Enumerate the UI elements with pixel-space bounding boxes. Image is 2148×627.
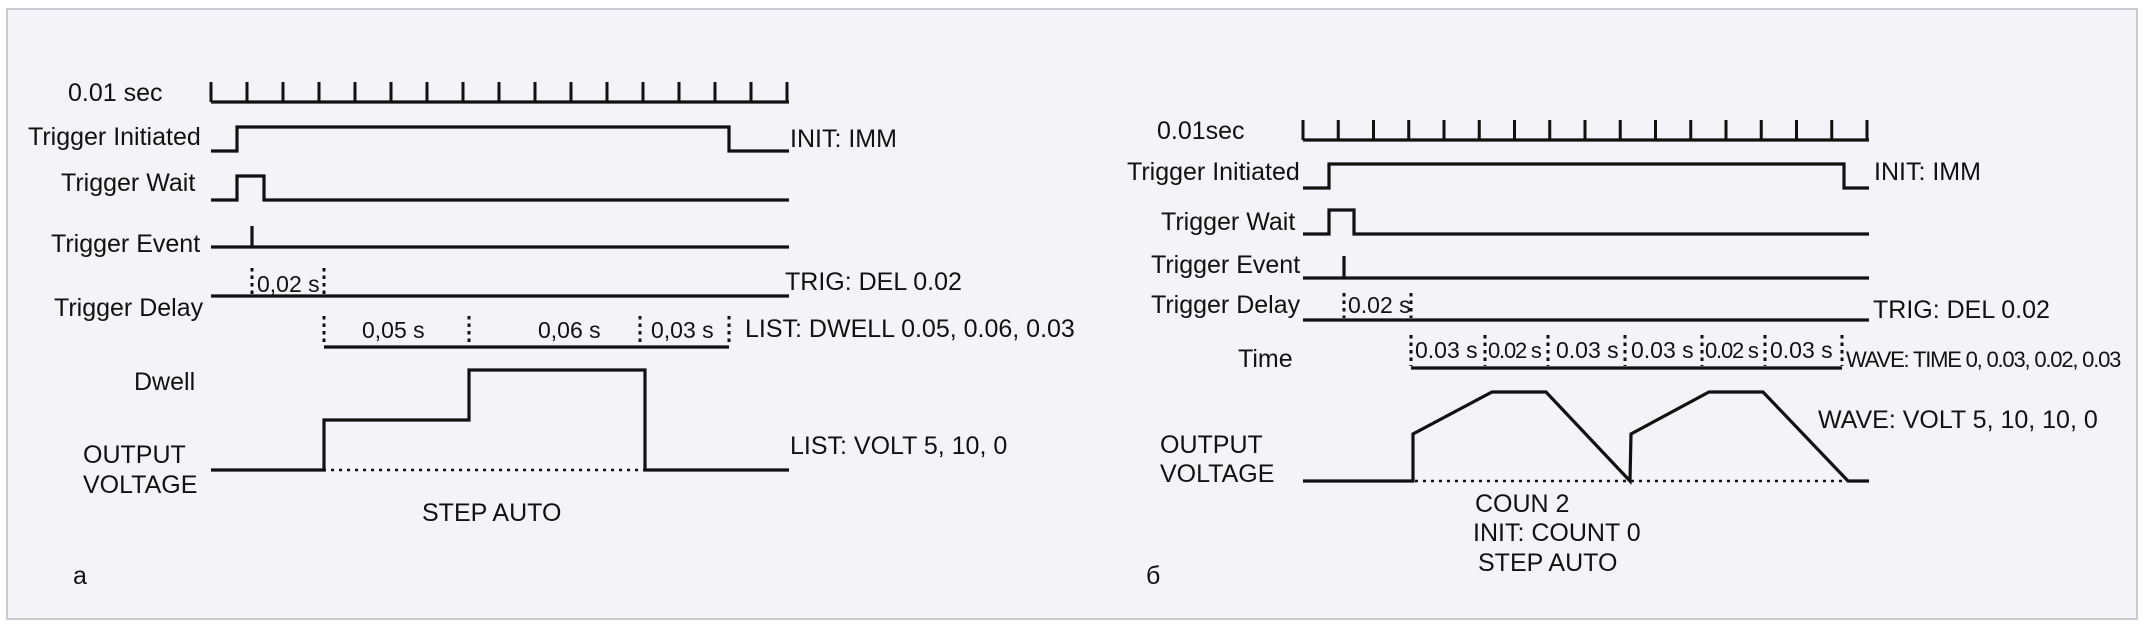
a-trigger-wait-wave: [211, 174, 789, 202]
a-dwell-interval-3: 0,03 s: [651, 317, 714, 343]
b-trigger-initiated-label: Trigger Initiated: [1127, 158, 1300, 186]
a-dwell-interval-1: 0,05 s: [362, 317, 425, 343]
b-trig-del-command: TRIG: DEL 0.02: [1873, 296, 2050, 324]
b-wave-time-command: WAVE: TIME 0, 0.03, 0.02, 0.03: [1846, 347, 2121, 372]
b-wave-volt-command: WAVE: VOLT 5, 10, 10, 0: [1818, 406, 2098, 434]
b-trigger-initiated-wave: [1303, 162, 1869, 190]
b-delay-interval: 0.02 s: [1348, 292, 1411, 318]
a-list-volt-command: LIST: VOLT 5, 10, 0: [790, 432, 1007, 460]
b-time-interval-2: 0.02 s: [1488, 338, 1542, 363]
a-output-label-1: OUTPUT: [83, 441, 186, 469]
b-output-label-2: VOLTAGE: [1160, 460, 1274, 488]
b-time-label: Time: [1238, 345, 1293, 373]
a-delay-interval: 0,02 s: [257, 271, 320, 297]
b-output-label-1: OUTPUT: [1160, 431, 1263, 459]
a-output-voltage-wave: [211, 368, 789, 472]
a-panel-label: a: [73, 562, 87, 590]
b-time-interval-4: 0.03 s: [1631, 337, 1694, 363]
b-trigger-event-label: Trigger Event: [1151, 251, 1300, 279]
b-time-interval-3: 0.03 s: [1556, 337, 1619, 363]
a-trigger-wait-label: Trigger Wait: [61, 169, 195, 197]
b-time-interval-5: 0.02 s: [1705, 338, 1759, 363]
a-list-dwell-command: LIST: DWELL 0.05, 0.06, 0.03: [745, 315, 1075, 343]
a-output-label-2: VOLTAGE: [83, 471, 197, 499]
b-step-auto: STEP AUTO: [1478, 549, 1617, 577]
a-clock-label: 0.01 sec: [68, 79, 163, 107]
panel-a: 0.01 sec Trigger Initiated INIT: IMM Tri…: [28, 79, 1075, 590]
a-trig-del-command: TRIG: DEL 0.02: [785, 268, 962, 296]
a-trigger-initiated-label: Trigger Initiated: [28, 123, 201, 151]
a-trigger-delay-label: Trigger Delay: [54, 294, 204, 322]
b-trigger-delay-label: Trigger Delay: [1151, 291, 1301, 319]
a-dwell-label: Dwell: [134, 368, 195, 396]
b-output-voltage-wave: [1303, 390, 1869, 485]
a-trigger-initiated-wave: [211, 125, 789, 153]
b-clock-label: 0.01sec: [1157, 117, 1245, 145]
panel-b: 0.01sec Trigger Initiated INIT: IMM Trig…: [1127, 117, 2122, 590]
b-time-interval-6: 0.03 s: [1770, 337, 1833, 363]
a-trigger-event-label: Trigger Event: [51, 230, 200, 258]
a-init-command: INIT: IMM: [790, 125, 897, 153]
b-trigger-wait-wave: [1303, 208, 1869, 236]
figure-frame: [6, 8, 2138, 620]
b-time-interval-1: 0.03 s: [1415, 337, 1478, 363]
a-dwell-interval-2: 0,06 s: [538, 317, 601, 343]
a-step-auto: STEP AUTO: [422, 499, 561, 527]
b-coun-command: COUN 2: [1475, 490, 1569, 518]
a-clock-ticks: [209, 82, 789, 102]
b-init-command: INIT: IMM: [1874, 158, 1981, 186]
b-init-count-command: INIT: COUNT 0: [1473, 519, 1641, 547]
b-clock-ticks: [1301, 120, 1869, 140]
b-trigger-wait-label: Trigger Wait: [1161, 208, 1295, 236]
b-panel-label: б: [1146, 562, 1160, 590]
